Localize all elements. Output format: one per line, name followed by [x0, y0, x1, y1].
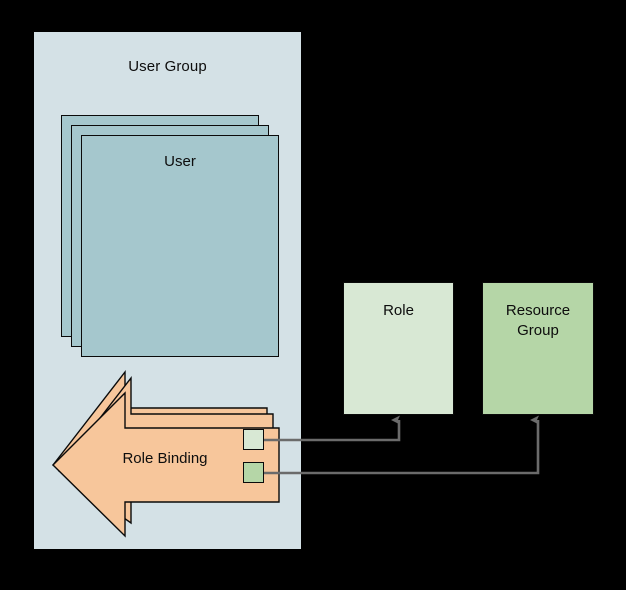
role-port-swatch[interactable] — [243, 429, 264, 450]
user-label: User — [164, 153, 196, 170]
role-box-label: Role — [383, 302, 414, 319]
resource-group-box[interactable]: Resource Group — [482, 282, 594, 415]
edge-rolebinding-to-resource-group — [264, 415, 540, 475]
resource-group-box-label-line1: Resource — [505, 302, 571, 319]
user-card-front[interactable] — [81, 135, 279, 357]
resource-group-box-label-line2: Group — [517, 322, 559, 339]
user-group-label: User Group — [128, 58, 207, 75]
role-binding-label: Role Binding — [122, 450, 208, 467]
resource-group-port-swatch[interactable] — [243, 462, 264, 483]
role-box[interactable]: Role — [343, 282, 454, 415]
role-binding-shape[interactable] — [45, 360, 285, 545]
